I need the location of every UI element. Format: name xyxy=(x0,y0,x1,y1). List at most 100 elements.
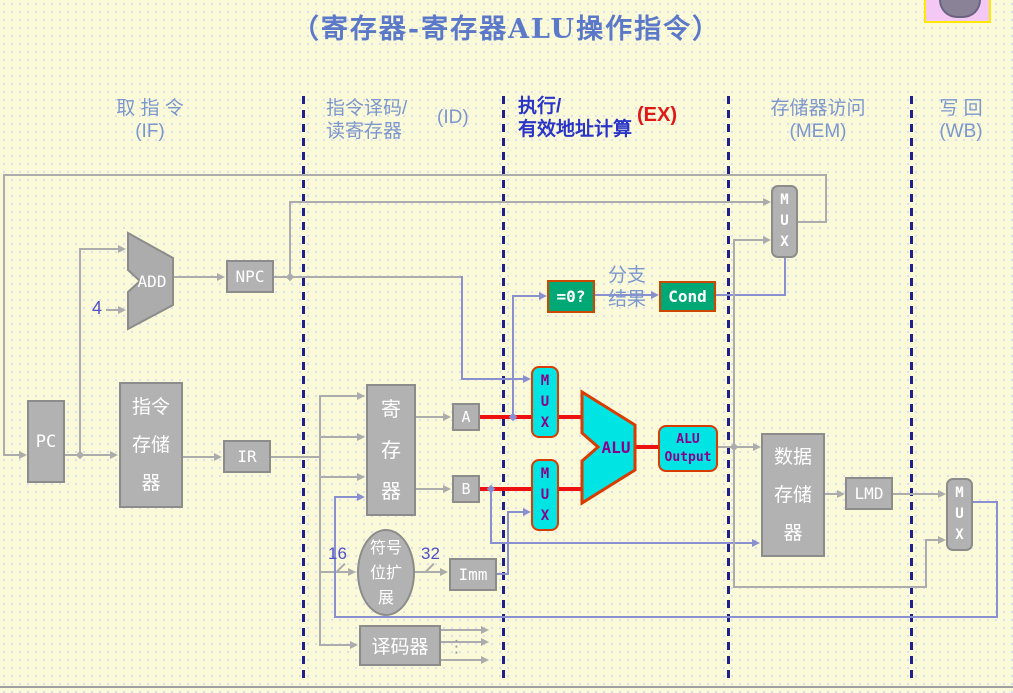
register-file: 寄 存 器 xyxy=(366,384,416,516)
stage-wb-abbr: (WB) xyxy=(939,121,983,142)
arrow-regfile-in3 xyxy=(357,473,365,481)
wire-decoder-in xyxy=(319,644,350,646)
arrow-decoder-out3 xyxy=(481,656,489,664)
wire-aluout-wb-v2 xyxy=(925,539,927,588)
mux-wb: M U X xyxy=(946,478,973,551)
junction-pc-out xyxy=(75,450,85,460)
arrow-a-in xyxy=(443,413,451,421)
data-memory-label: 数据 存储 器 xyxy=(773,446,812,544)
cond-register: Cond xyxy=(659,281,716,312)
zero-test-label: =0? xyxy=(556,287,586,306)
wire-zero-feed-v xyxy=(512,295,514,417)
mux-alu-top: M U X xyxy=(531,366,559,438)
arrow-mux1-in xyxy=(523,375,531,383)
arrow-muxwb-in2 xyxy=(938,536,946,544)
wire-wb-out-h xyxy=(973,501,998,503)
wire-alu-to-aluout xyxy=(635,445,660,449)
branch-result-label: 分支 结果 xyxy=(607,265,646,310)
stage-wb-name: 写 回 xyxy=(939,98,983,119)
arrow-decoder-out2 xyxy=(481,638,489,646)
arrow-decoder-in xyxy=(350,641,358,649)
wire-regfile-to-b xyxy=(416,488,444,490)
decoder-label: 译码器 xyxy=(371,636,429,658)
wire-branch-target-v xyxy=(733,239,735,448)
stage-ex-line2: 有效地址计算 xyxy=(518,119,633,140)
wire-pc-loop-top xyxy=(3,174,826,176)
bus-width-16: 16 xyxy=(328,544,347,563)
slide-bottom-border xyxy=(0,686,1013,688)
wire-npc-to-mux1-h xyxy=(461,378,524,380)
wire-muxpc-out-h xyxy=(797,221,827,223)
wire-muxpc-out-v xyxy=(825,174,827,223)
arrow-lmd-in xyxy=(837,490,845,498)
arrow-pc-in xyxy=(19,451,27,459)
stage-mem-name: 存储器访问 xyxy=(770,98,866,119)
wire-ir-out xyxy=(271,456,321,458)
wire-aluout-wb-v xyxy=(733,446,735,588)
ir-label: IR xyxy=(237,447,257,466)
stage-id-abbr: (ID) xyxy=(437,107,469,128)
arrow-dmem-in-store xyxy=(752,539,760,547)
mux-alu-bottom-label: M U X xyxy=(540,465,550,524)
arrow-muxpc-in1 xyxy=(763,198,771,206)
stage-if-name: 取 指 令 xyxy=(116,98,184,119)
stage-separator-ex-mem xyxy=(727,96,730,682)
nav-button-icon xyxy=(939,0,981,18)
wire-pc-out xyxy=(65,454,112,456)
stage-separator-if-id xyxy=(302,96,305,682)
npc-register: NPC xyxy=(226,260,274,293)
stage-header-if: 取 指 令 (IF) xyxy=(95,97,205,143)
mux-wb-label: M U X xyxy=(955,485,964,543)
bus-width-32: 32 xyxy=(421,544,440,563)
lmd-register: LMD xyxy=(845,477,893,510)
arrow-mux2-in xyxy=(523,508,531,516)
mux-pc: M U X xyxy=(771,185,798,258)
cond-label: Cond xyxy=(668,287,707,306)
instruction-memory: 指令 存储 器 xyxy=(119,382,183,508)
pc-register: PC xyxy=(27,400,65,483)
wire-a-to-mux1 xyxy=(480,415,532,419)
wire-decoder-out2 xyxy=(441,641,482,643)
decoder-more-dots: ⋮ xyxy=(448,637,465,657)
stage-header-mem: 存储器访问 (MEM) xyxy=(765,97,871,143)
instruction-memory-label: 指令 存储 器 xyxy=(131,396,170,494)
b-latch: B xyxy=(452,475,480,503)
arrow-regfile-in2 xyxy=(357,433,365,441)
stage-header-id: 指令译码/ 读寄存器 xyxy=(326,97,441,143)
wire-cond-out-v xyxy=(784,257,786,296)
wire-imem-out xyxy=(183,456,214,458)
stage-id-line2: 读寄存器 xyxy=(326,121,403,142)
stage-separator-mem-wb xyxy=(910,96,913,682)
arrow-imem-in xyxy=(110,451,118,459)
wire-wb-loop-h xyxy=(334,616,998,618)
wire-decoder-out3 xyxy=(441,659,482,661)
wire-b-to-mux2 xyxy=(480,487,532,491)
zero-test: =0? xyxy=(547,280,595,313)
wire-imm-out-h2 xyxy=(507,511,523,513)
mux-pc-label: M U X xyxy=(780,192,789,250)
arrow-adder-in-bottom xyxy=(118,306,126,314)
wire-wb-out-v xyxy=(996,501,998,618)
wire-zero-to-cond xyxy=(595,294,651,296)
register-file-label: 寄 存 器 xyxy=(381,396,401,503)
arrow-decoder-out1 xyxy=(481,626,489,634)
arrow-npc-in xyxy=(217,273,225,281)
sign-extend: 符号 位扩 展 xyxy=(357,529,415,616)
wire-mux2-to-alu xyxy=(559,487,590,491)
stage-separator-id-ex xyxy=(502,96,505,682)
arrow-muxwb-in1 xyxy=(938,490,946,498)
stage-mem-abbr: (MEM) xyxy=(789,121,847,142)
nav-button[interactable] xyxy=(924,0,991,23)
npc-label: NPC xyxy=(235,267,265,286)
wire-dmem-out xyxy=(825,493,838,495)
sign-extend-label: 符号 位扩 展 xyxy=(369,538,402,607)
alu-shape xyxy=(580,389,637,506)
wire-lmd-out xyxy=(893,493,938,495)
const4-label: 4 xyxy=(92,298,103,318)
arrow-b-in xyxy=(443,485,451,493)
wire-npc-up xyxy=(289,201,291,278)
mux-alu-bottom: M U X xyxy=(531,459,559,531)
wire-npc-to-muxpc xyxy=(289,201,763,203)
lmd-label: LMD xyxy=(854,484,884,503)
